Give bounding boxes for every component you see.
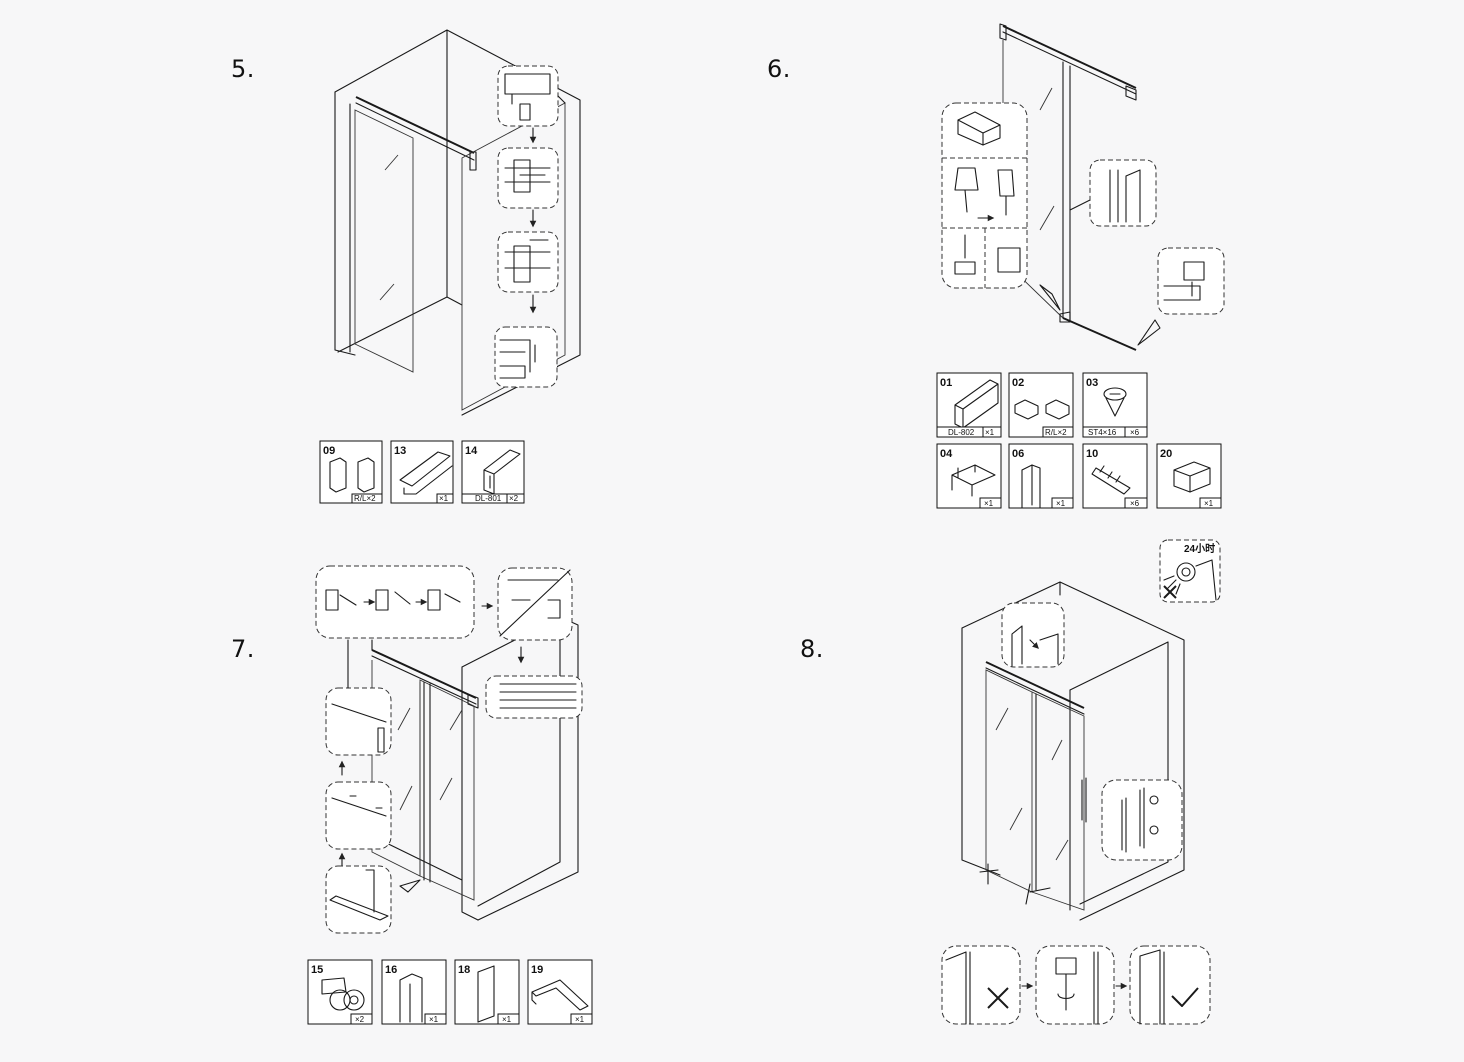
step-7-illustration [315, 565, 583, 934]
step-6-number: 6. [767, 55, 791, 83]
part-20-number: 20 [1160, 448, 1172, 460]
part-14-model: DL-801 [475, 494, 502, 503]
correct-alignment-panel [1129, 945, 1211, 1025]
step-5-number: 5. [231, 55, 255, 83]
step-7-parts: 15 ×2 16 ×1 18 ×1 [307, 959, 593, 1025]
part-09: 09 R/L×2 [319, 440, 383, 504]
part-06: 06 ×1 [1008, 443, 1074, 509]
part-02-qty: R/L×2 [1045, 428, 1067, 437]
part-03: 03 ST4×16 ×6 [1082, 372, 1148, 438]
step-5-illustration [334, 29, 581, 416]
step-8-number: 8. [800, 635, 824, 663]
part-01: 01 DL-802 ×1 [936, 372, 1002, 438]
incorrect-alignment-panel [941, 945, 1021, 1025]
part-15-number: 15 [311, 964, 323, 976]
notice-24h-label: 24小时 [1184, 542, 1215, 555]
part-18-number: 18 [458, 964, 470, 976]
part-19-number: 19 [531, 964, 543, 976]
part-02-number: 02 [1012, 377, 1024, 389]
part-19: 19 ×1 [527, 959, 593, 1025]
part-01-model: DL-802 [948, 428, 975, 437]
part-06-qty: ×1 [1056, 499, 1066, 508]
part-10-number: 10 [1086, 448, 1098, 460]
part-13-number: 13 [394, 445, 406, 457]
cross-mark [1163, 585, 1177, 599]
step-6-parts: 01 DL-802 ×1 02 R/L×2 03 ST4×16 [936, 372, 1222, 509]
part-18-qty: ×1 [502, 1015, 512, 1024]
part-04: 04 ×1 [936, 443, 1002, 509]
part-06-number: 06 [1012, 448, 1024, 460]
part-15-qty: ×2 [355, 1015, 365, 1024]
part-03-model: ST4×16 [1088, 428, 1117, 437]
step-7-number: 7. [231, 635, 255, 663]
part-13-qty: ×1 [439, 494, 449, 503]
part-16: 16 ×1 [381, 959, 447, 1025]
part-14: 14 DL-801 ×2 [461, 440, 525, 504]
part-01-number: 01 [940, 377, 952, 389]
part-10-qty: ×6 [1130, 499, 1140, 508]
step-8-adjust-sequence [941, 945, 1211, 1025]
part-03-qty: ×6 [1130, 428, 1140, 437]
step-5-parts: 09 R/L×2 13 ×1 14 DL-801 ×2 [319, 440, 525, 504]
no-shower-24h-notice: 24小时 [1159, 539, 1221, 603]
part-15: 15 ×2 [307, 959, 373, 1025]
part-19-qty: ×1 [575, 1015, 585, 1024]
part-04-number: 04 [940, 448, 953, 460]
cross-icon [987, 987, 1009, 1009]
part-13: 13 ×1 [390, 440, 454, 504]
part-02: 02 R/L×2 [1008, 372, 1074, 438]
part-16-number: 16 [385, 964, 397, 976]
part-18: 18 ×1 [454, 959, 520, 1025]
step-8-illustration: 24小时 [961, 539, 1221, 921]
part-09-qty: R/L×2 [354, 494, 376, 503]
shower-head-icon [1163, 559, 1217, 601]
part-14-number: 14 [465, 445, 478, 457]
step-6-illustration [941, 23, 1225, 351]
part-03-number: 03 [1086, 377, 1098, 389]
part-14-qty: ×2 [509, 494, 519, 503]
part-09-number: 09 [323, 445, 335, 457]
part-20-qty: ×1 [1204, 499, 1214, 508]
part-20: 20 ×1 [1156, 443, 1222, 509]
check-icon [1171, 987, 1199, 1007]
part-10: 10 ×6 [1082, 443, 1148, 509]
part-16-qty: ×1 [429, 1015, 439, 1024]
part-01-qty: ×1 [985, 428, 995, 437]
part-04-qty: ×1 [984, 499, 994, 508]
